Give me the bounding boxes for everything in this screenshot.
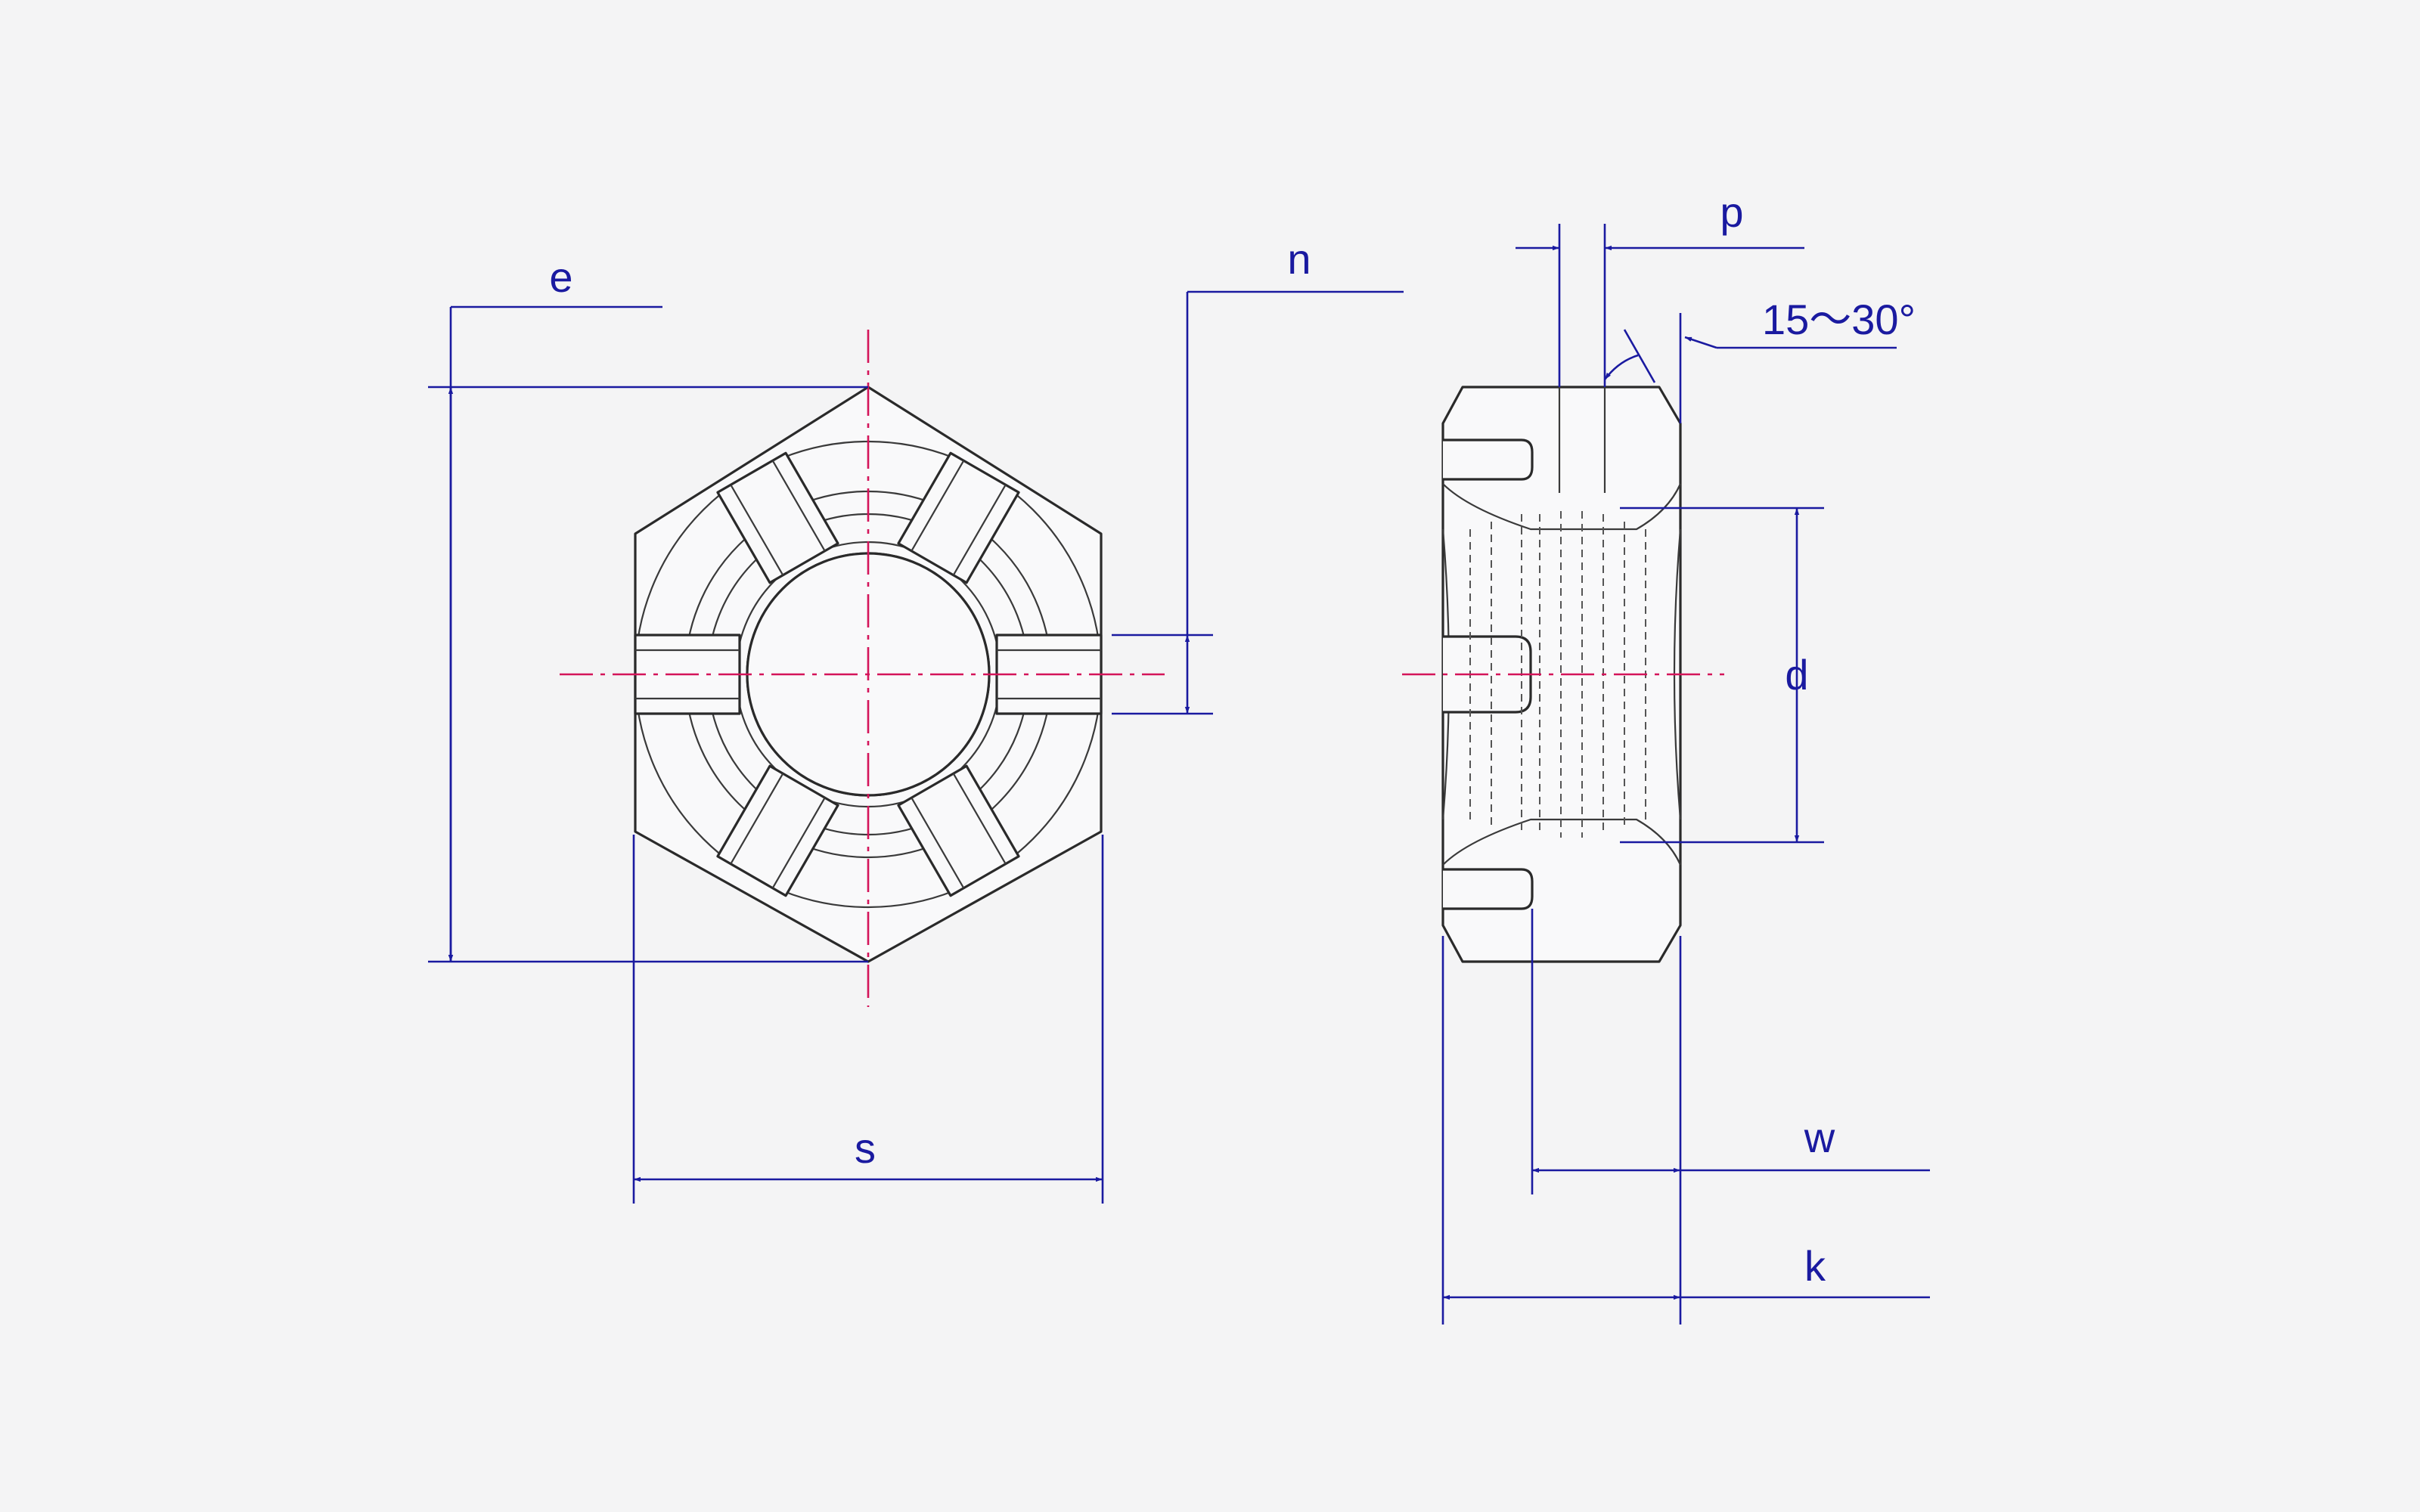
label-s: s [855,1124,876,1172]
dimension-p: p [1516,188,1804,387]
label-angle: 15～30° [1762,296,1916,343]
dimension-e: e [428,253,868,963]
dimension-d: d [1620,507,1824,844]
label-k: k [1804,1242,1826,1290]
dimension-w: w [1531,909,1930,1325]
dimension-k: k [1441,936,1930,1325]
slot-240 [716,451,839,584]
front-view [560,330,1165,1007]
slot-300 [897,451,1020,584]
slot-lower [1443,868,1534,910]
chamfer-arc-upper [1442,483,1682,531]
chamfer-arc-lower [1442,818,1682,866]
label-n: n [1287,235,1311,283]
slot-upper [1443,438,1534,481]
dimension-angle: 15～30° [1603,296,1916,423]
label-w: w [1804,1114,1835,1161]
dimension-s: s [632,835,1104,1204]
label-e: e [549,253,572,301]
slot-60 [897,764,1020,897]
slot-120 [716,764,839,897]
label-p: p [1720,188,1743,236]
side-view [1402,386,1724,963]
label-d: d [1785,651,1808,699]
dimension-n: n [1112,235,1404,715]
